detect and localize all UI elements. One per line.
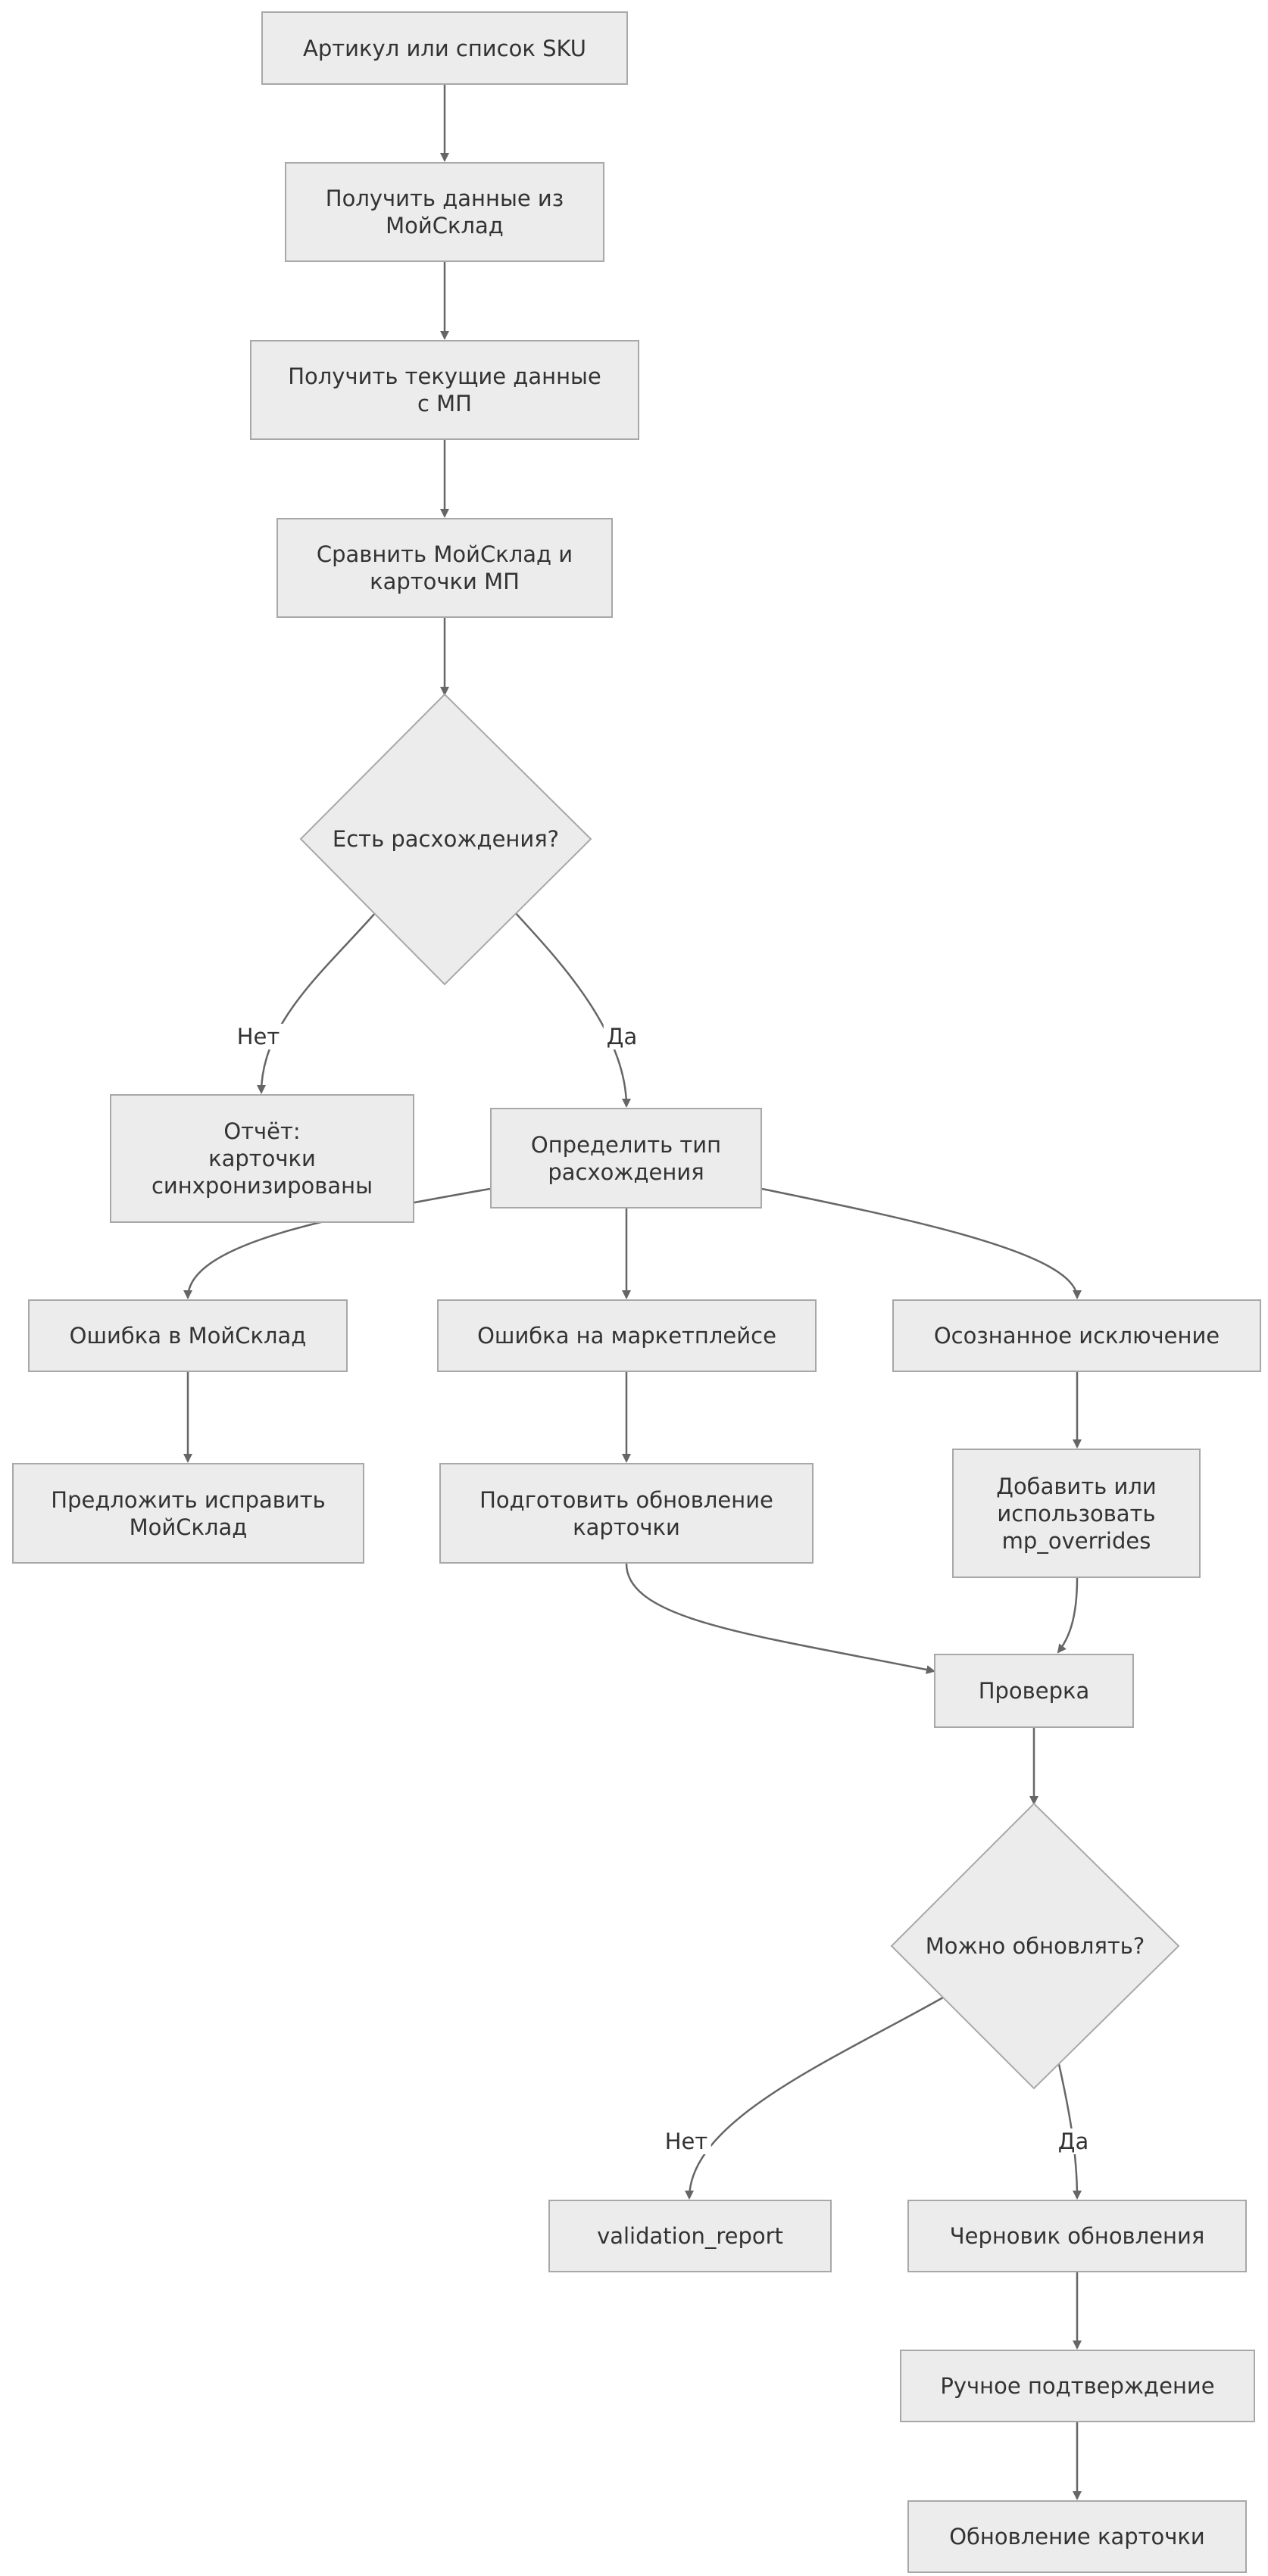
edge-determine-to-err-moysklad xyxy=(183,1187,491,1299)
edge-label-diff-no: Нет xyxy=(233,1024,283,1049)
node-get-moysklad-data: Получить данные из МойСклад xyxy=(285,162,604,262)
edge-decision-to-determine xyxy=(514,912,631,1108)
node-intentional-exception: Осознанное исключение xyxy=(892,1299,1261,1372)
decision-label-can-update: Можно обновлять? xyxy=(925,1933,1145,1959)
node-manual-confirmation: Ручное подтверждение xyxy=(900,2350,1255,2422)
decision-diamond-diff xyxy=(299,693,592,986)
node-prepare-update: Подготовить обновление карточки xyxy=(439,1463,814,1564)
node-suggest-fix-moysklad: Предложить исправить МойСклад xyxy=(12,1463,364,1564)
edge-label-diff-yes: Да xyxy=(603,1024,641,1049)
node-validation-report: validation_report xyxy=(548,2200,832,2272)
node-determine-type: Определить тип расхождения xyxy=(490,1108,762,1208)
node-card-update: Обновление карточки xyxy=(907,2500,1247,2573)
node-compare: Сравнить МойСклад и карточки МП xyxy=(276,518,613,618)
node-error-marketplace: Ошибка на маркетплейсе xyxy=(437,1299,817,1372)
edge-decision-to-report xyxy=(257,912,376,1094)
decision-label-diff: Есть расхождения? xyxy=(332,826,560,852)
node-error-moysklad: Ошибка в МойСклад xyxy=(28,1299,348,1372)
edge-label-update-no: Нет xyxy=(661,2128,711,2154)
node-get-mp-data: Получить текущие данные с МП xyxy=(250,340,639,440)
node-update-draft: Черновик обновления xyxy=(907,2200,1247,2272)
edge-overrides-to-check xyxy=(1057,1577,1079,1654)
decision-diamond-update xyxy=(890,1802,1180,2090)
node-report-synced: Отчёт: карточки синхронизированы xyxy=(110,1094,414,1223)
node-mp-overrides: Добавить или использовать mp_overrides xyxy=(952,1449,1201,1578)
node-check: Проверка xyxy=(934,1654,1134,1728)
edge-determine-to-intentional xyxy=(761,1187,1082,1299)
edge-can-update-to-validation xyxy=(685,1996,944,2200)
node-input-sku: Артикул или список SKU xyxy=(261,11,628,85)
edge-prepare-to-check xyxy=(625,1563,935,1674)
edge-label-update-yes: Да xyxy=(1054,2128,1092,2154)
